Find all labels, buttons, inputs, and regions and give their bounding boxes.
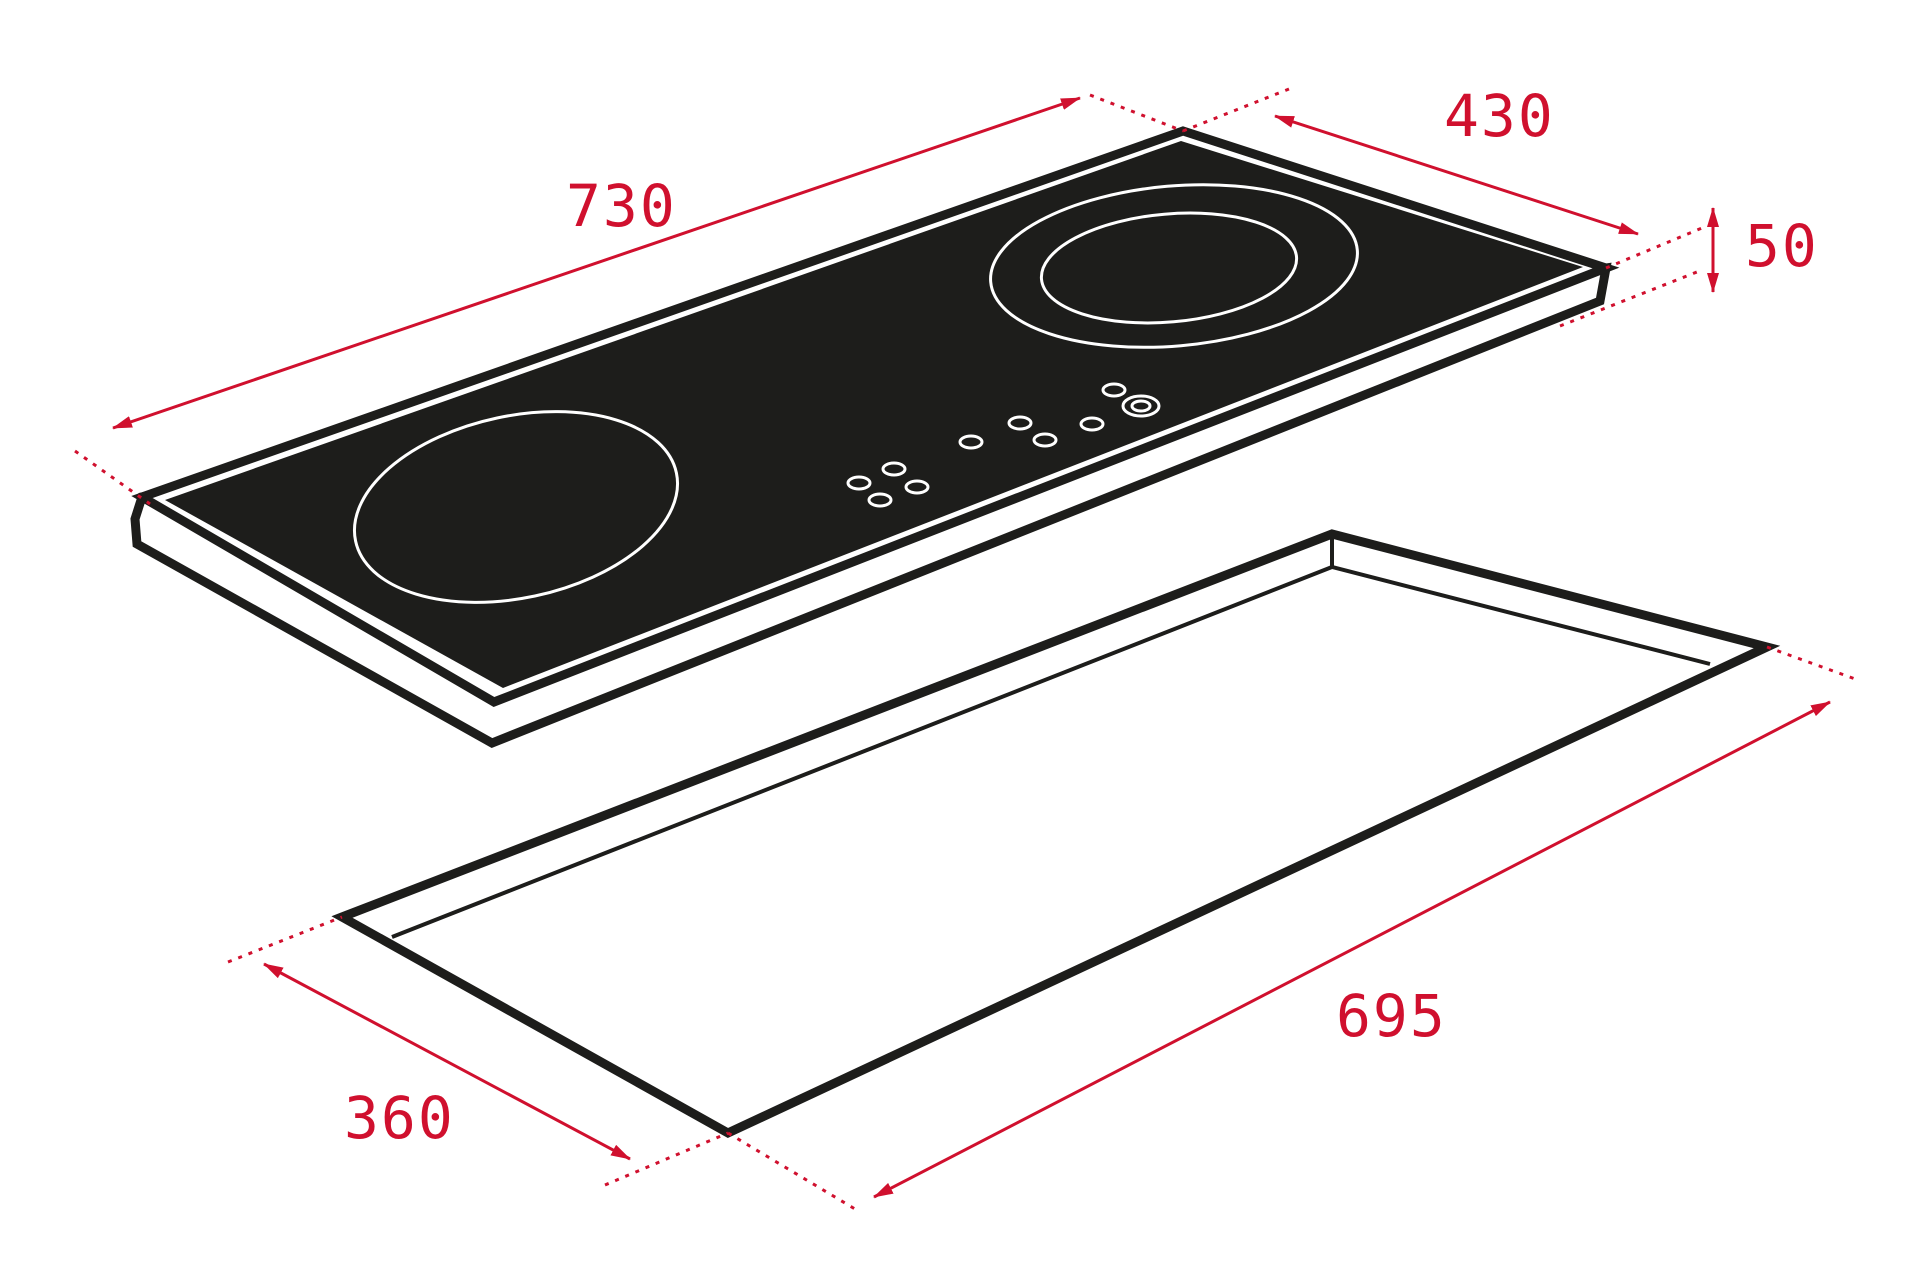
dim-line-360: [263, 962, 631, 1161]
dim-line-430: [1274, 114, 1639, 236]
dimension-lines: [112, 96, 1831, 1199]
extension-lines: [74, 85, 1859, 1214]
power-key-inner: [1130, 399, 1152, 413]
label-cutout-width: 695: [1336, 982, 1447, 1050]
touch-controls: [846, 382, 1161, 508]
label-height: 50: [1745, 212, 1819, 280]
label-cutout-depth: 360: [344, 1084, 455, 1152]
control-key: [867, 492, 893, 508]
control-key: [1101, 382, 1127, 398]
dimension-labels: 730 430 50 695 360: [344, 82, 1819, 1152]
label-top-width: 730: [566, 172, 677, 240]
dim-line-730: [112, 96, 1081, 430]
control-key: [958, 434, 984, 450]
power-key-outer: [1121, 394, 1161, 418]
control-key: [881, 461, 907, 477]
control-key: [904, 479, 930, 495]
label-top-depth: 430: [1444, 82, 1555, 150]
control-key: [846, 475, 872, 491]
control-key: [1032, 432, 1058, 448]
dim-line-695: [873, 700, 1831, 1199]
control-key: [1079, 416, 1105, 432]
